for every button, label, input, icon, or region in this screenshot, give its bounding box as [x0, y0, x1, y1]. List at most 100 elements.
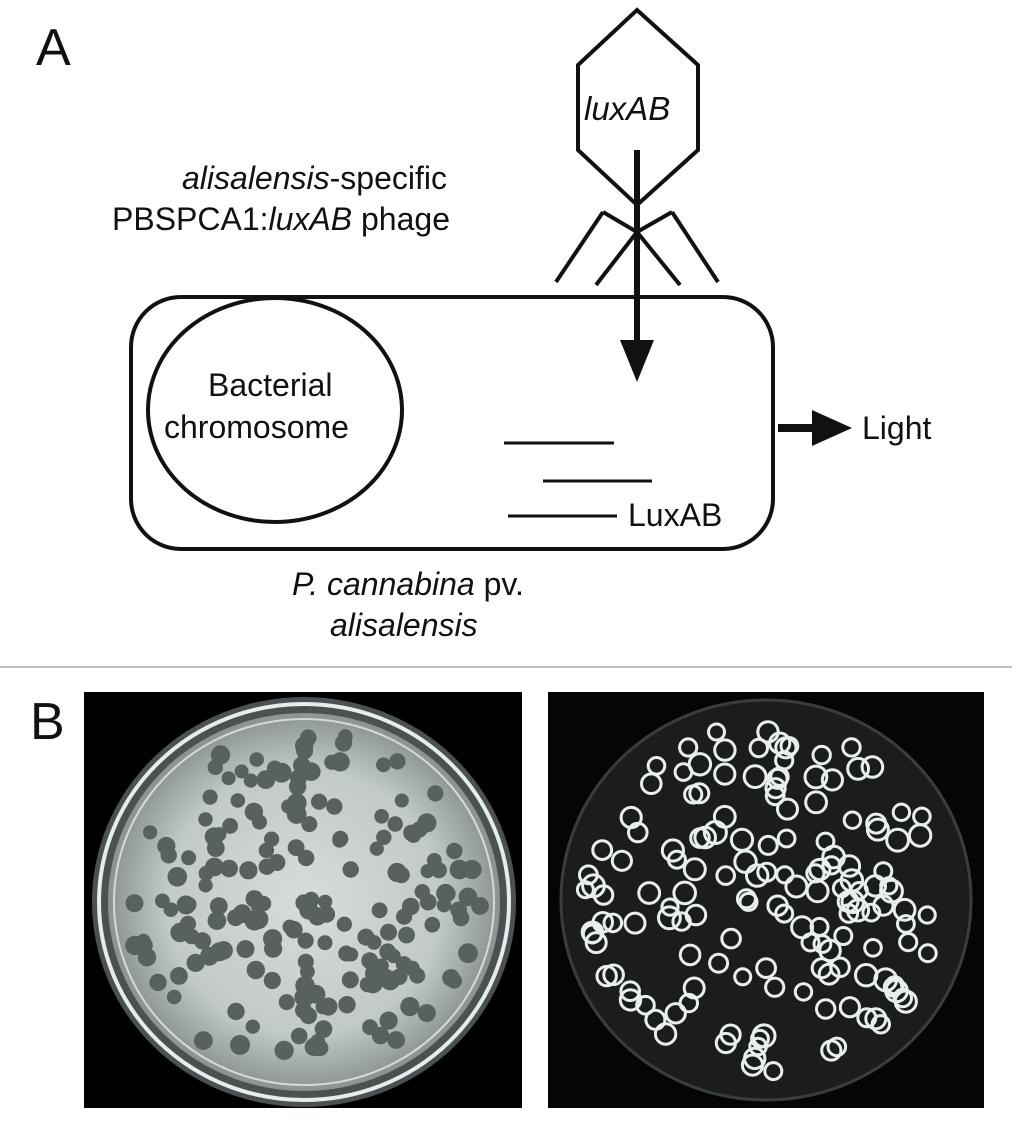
luminescent-ring	[892, 987, 913, 1009]
plaque	[314, 1020, 333, 1038]
luminescent-ring	[870, 1014, 891, 1035]
luminescent-ring	[776, 797, 799, 821]
phage-infection-diagram	[129, 7, 852, 551]
luminescent-ring	[846, 756, 871, 781]
phage-word: phage	[352, 201, 450, 237]
plaque	[234, 764, 249, 779]
luminescent-ring	[751, 1023, 777, 1049]
injection-arrow-head	[620, 340, 654, 382]
luminescent-ring	[826, 1036, 848, 1058]
plaque	[249, 752, 264, 767]
plaque	[256, 770, 276, 789]
luminescent-ring	[623, 911, 647, 935]
plaque	[200, 946, 219, 966]
luminescent-ring	[793, 982, 814, 1002]
tail-fiber	[635, 230, 682, 287]
plaque	[205, 857, 224, 877]
plaque	[386, 948, 401, 964]
plaque	[318, 894, 333, 909]
plaque	[209, 897, 228, 915]
plaque	[206, 839, 225, 857]
plaque	[387, 1031, 405, 1049]
plaque	[362, 1019, 378, 1036]
luminescent-ring	[713, 762, 737, 786]
plaque	[387, 862, 407, 883]
plaque	[379, 1011, 398, 1030]
luminescent-ring	[619, 805, 643, 830]
plaque	[239, 861, 258, 880]
plaque	[405, 827, 422, 843]
plaque	[420, 864, 435, 879]
phage-label-line1: alisalensis-specific	[182, 160, 447, 197]
bacterial-cell	[129, 295, 775, 551]
luminescent-ring	[742, 764, 768, 789]
luminescent-ring	[660, 897, 680, 917]
luminescent-ring	[578, 864, 599, 886]
plaque	[446, 842, 463, 860]
plaque	[301, 816, 318, 833]
plaque	[436, 897, 452, 913]
plaque	[243, 773, 258, 788]
plaque	[287, 839, 305, 856]
luminescent-ring	[678, 943, 702, 967]
plaque	[338, 729, 353, 744]
plaque	[236, 940, 255, 959]
plaque	[137, 948, 157, 967]
luminescent-ring	[720, 927, 742, 950]
plaque	[389, 753, 406, 770]
plaque	[461, 862, 477, 878]
luminescent-ring	[664, 1002, 687, 1025]
luminescent-ring	[841, 737, 862, 758]
luminescent-ring	[660, 838, 686, 863]
luminescent-ring	[815, 998, 837, 1020]
phage-host-species: alisalensis	[182, 160, 330, 196]
luminescent-ring	[818, 938, 842, 963]
luminescent-ring	[764, 976, 786, 998]
plaque	[326, 798, 343, 815]
plaque	[297, 932, 314, 949]
light-arrow-head	[812, 410, 852, 446]
plaque	[302, 762, 321, 781]
plaque	[149, 973, 167, 992]
luminescent-ring	[673, 762, 694, 782]
phage-specificity: -specific	[329, 160, 447, 196]
luminescent-ring	[775, 865, 795, 885]
plaque	[371, 902, 388, 919]
luminescent-ring	[666, 849, 687, 870]
organism-species: P. cannabina	[292, 566, 475, 602]
luminescent-ring	[820, 768, 844, 792]
capsid-gene-label: luxAB	[584, 90, 671, 127]
luminescent-ring	[678, 992, 700, 1014]
plaque	[471, 897, 489, 915]
luminescence-plate-image	[548, 692, 984, 1108]
plaque	[424, 916, 441, 933]
luminescent-ring	[672, 880, 697, 906]
luminescent-ring	[808, 857, 832, 882]
luminescence-plate-photo	[548, 692, 984, 1108]
plaque	[417, 813, 437, 833]
plaque	[387, 816, 403, 832]
luminescent-ring	[766, 767, 789, 790]
plaque	[220, 859, 238, 878]
plaque	[338, 996, 356, 1014]
panel-b-letter: B	[30, 693, 65, 751]
luminescent-ring	[738, 891, 759, 912]
plaque	[155, 893, 170, 909]
luminescent-ring	[602, 912, 624, 934]
luminescent-ring	[610, 849, 634, 872]
luminescent-ring	[764, 777, 787, 800]
organism-label-line1: P. cannabina pv.	[292, 566, 524, 603]
luminescent-ring	[861, 902, 882, 923]
luminescent-ring	[635, 994, 656, 1016]
phage-label-line2: PBSPCA1:luxAB phage	[112, 201, 450, 238]
plaque	[170, 967, 188, 985]
chromosome-label-line1: Bacterial	[208, 367, 333, 403]
plaque	[452, 909, 470, 927]
luminescent-ring	[678, 737, 699, 758]
plaque-plate-photo	[84, 692, 522, 1108]
luminescent-ring	[707, 722, 726, 742]
plaque	[221, 771, 236, 786]
luminescent-ring	[863, 874, 887, 898]
plaque	[264, 939, 283, 958]
luminescent-ring	[745, 863, 770, 888]
